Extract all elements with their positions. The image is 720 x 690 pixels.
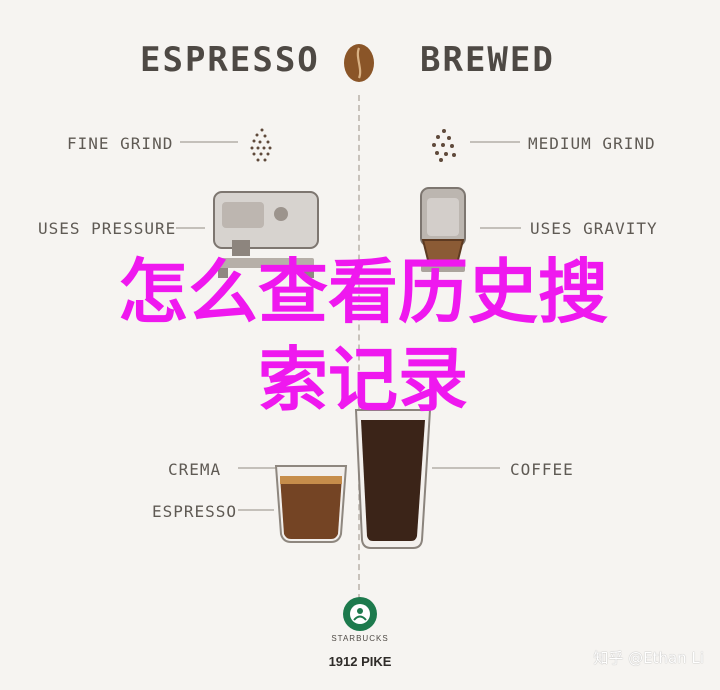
coffee-bean-icon [344, 44, 374, 82]
product-name: 1912 PIKE [328, 654, 392, 669]
espresso-machine-icon [213, 191, 319, 278]
fine-grind-label: FINE GRIND [67, 134, 174, 153]
right-title: BREWED [420, 40, 555, 80]
left-title: ESPRESSO [140, 40, 320, 80]
overlay-title: 怎么查看历史搜 索记录 [18, 248, 708, 424]
uses-gravity-label: USES GRAVITY [530, 219, 658, 238]
espresso-label: ESPRESSO [152, 502, 238, 521]
medium-grind-label: MEDIUM GRIND [528, 134, 656, 153]
espresso-glass-icon [274, 465, 348, 543]
brewed-coffee-glass-icon [354, 409, 432, 549]
medium-grind-icon [432, 129, 456, 162]
brand-small-text: STARBUCKS [331, 634, 389, 643]
brand-block: STARBUCKS 1912 PIKE [315, 596, 405, 670]
watermark: 知乎 @Ethan Li [593, 649, 704, 667]
overlay-line-2: 索记录 [258, 339, 468, 421]
overlay-line-1: 怎么查看历史搜 [118, 251, 608, 333]
crema-label: CREMA [168, 460, 222, 479]
fine-grind-icon [250, 128, 272, 162]
uses-pressure-label: USES PRESSURE [38, 219, 177, 238]
starbucks-logo-icon [343, 597, 377, 631]
center-divider [358, 95, 360, 610]
coffee-label: COFFEE [510, 460, 574, 479]
drip-coffee-maker-icon [420, 187, 466, 272]
